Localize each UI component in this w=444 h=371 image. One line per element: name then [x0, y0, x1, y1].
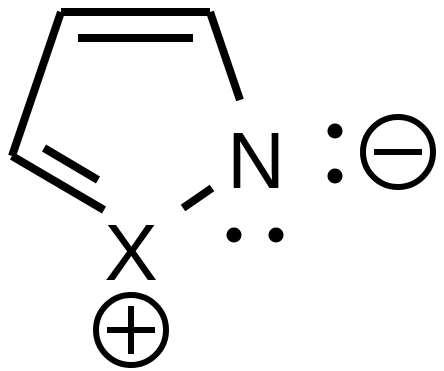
atom-n: N: [227, 116, 285, 205]
positive-charge-icon: [93, 292, 169, 368]
bond-top-left: [8, 10, 65, 158]
bond-left: [9, 152, 107, 214]
negative-charge-icon: [360, 114, 436, 190]
bond-x-n: [180, 184, 215, 212]
lone-pair-right: [327, 123, 343, 184]
atom-x: X: [104, 208, 157, 297]
lone-pair-bottom: [226, 227, 284, 243]
bond-top-right: [206, 10, 244, 102]
bond-left-inner: [41, 144, 101, 184]
